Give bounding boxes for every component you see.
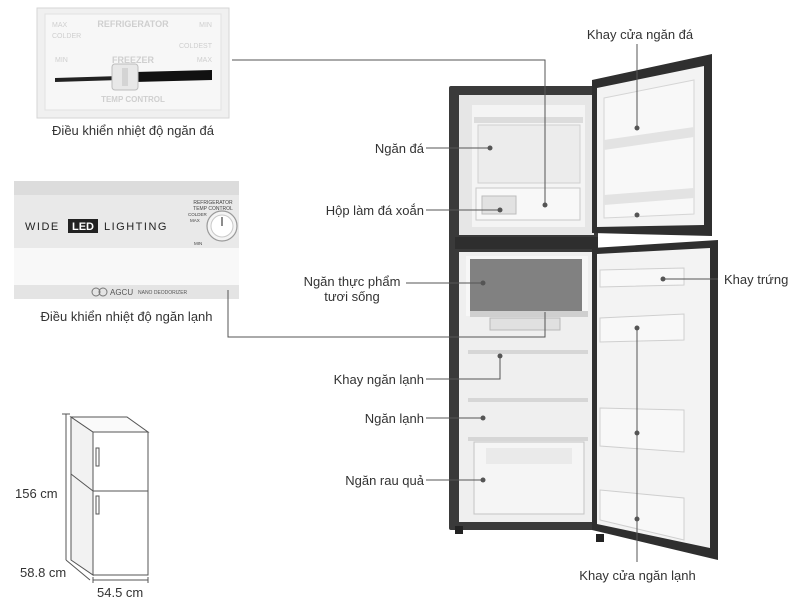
fridge-panel-max: MAX [190,218,200,223]
label-vegetable-drawer: Ngăn rau quả [345,473,424,488]
leader-freezer-control [232,59,546,205]
egg-tray [599,267,685,288]
freezer-panel-temp-control: TEMP CONTROL [101,95,165,104]
dimension-sketch [62,413,150,583]
led-label-wide: WIDE [25,221,60,233]
fresh-food-compartment [470,259,582,311]
led-label-lighting: LIGHTING [104,221,168,233]
leader-dots [480,125,666,522]
fridge-panel-colder: COLDER [188,212,208,217]
freezer-panel-min-left: MIN [55,57,68,64]
fridge-panel-min: MIN [194,241,202,246]
label-freezer-control: Điều khiển nhiệt độ ngăn đá [52,123,214,138]
leader-fridge-tray [426,356,501,380]
led-label-led: LED [72,221,94,233]
leader-lines [227,44,718,562]
freezer-panel-colder-right: COLDEST [179,43,213,50]
fridge-control-photo: WIDE LED LIGHTING REFRIGERATOR TEMP CONT… [14,181,239,299]
label-fresh-food: Ngăn thực phẩm tươi sống [300,274,404,304]
label-fresh-food-line2: tươi sống [324,289,380,304]
fridge-panel-refrigerator: REFRIGERATOR [193,200,233,206]
dimension-width: 54.5 cm [97,585,144,600]
label-egg-tray: Khay trứng [724,272,789,287]
freezer-panel-max-left: MAX [52,22,68,29]
freezer-panel-max-right: MAX [197,57,213,64]
freezer-panel-min-right: MIN [199,22,212,29]
label-fridge-tray: Khay ngăn lạnh [333,372,424,387]
freezer-panel-colder-left: COLDER [52,33,81,40]
refrigerator-illustration [449,54,718,560]
label-freezer-door-shelf: Khay cửa ngăn đá [586,27,694,42]
label-freezer-compartment: Ngăn đá [374,141,424,156]
label-fridge-control: Điều khiển nhiệt độ ngăn lạnh [40,309,213,324]
freezer-control-photo: REFRIGERATOR MAX MIN COLDER COLDEST FREE… [36,7,230,119]
label-fresh-food-line1: Ngăn thực phẩm [303,274,401,289]
leader-fridge-control [227,290,546,338]
label-fridge-compartment: Ngăn lạnh [364,411,424,426]
label-twist-ice-box: Hộp làm đá xoắn [325,203,424,218]
nano-deodorizer-label: NANO DEODORIZER [138,290,188,296]
dimension-depth: 58.8 cm [20,565,67,580]
freezer-panel-freezer: FREEZER [112,55,155,65]
label-fridge-door-shelf: Khay cửa ngăn lạnh [579,568,696,583]
fridge-panel-temp-control: TEMP CONTROL [193,206,233,212]
agcu-label: AGCU [110,288,133,297]
freezer-panel-title: REFRIGERATOR [97,19,169,29]
dimension-height: 156 cm [15,486,58,501]
